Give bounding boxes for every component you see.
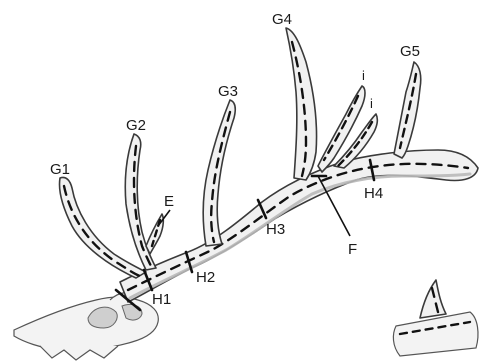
label-g5: G5 bbox=[400, 43, 420, 60]
label-f: F bbox=[348, 241, 357, 258]
tine-g4 bbox=[286, 28, 317, 180]
label-g1: G1 bbox=[50, 161, 70, 178]
label-h4: H4 bbox=[364, 185, 383, 202]
label-g4: G4 bbox=[272, 11, 292, 28]
label-i-upper: i bbox=[362, 68, 365, 83]
skull-illustration bbox=[14, 293, 158, 360]
tine-e bbox=[146, 214, 163, 254]
label-i-lower: i bbox=[370, 96, 373, 111]
label-h3: H3 bbox=[266, 221, 285, 238]
label-h2: H2 bbox=[196, 269, 215, 286]
label-g2: G2 bbox=[126, 117, 146, 134]
tine-g5 bbox=[394, 62, 421, 158]
tine-g3 bbox=[203, 100, 235, 246]
label-g3: G3 bbox=[218, 83, 238, 100]
label-e: E bbox=[164, 193, 174, 210]
antler-fragment-illustration bbox=[393, 280, 478, 356]
label-h1: H1 bbox=[152, 291, 171, 308]
